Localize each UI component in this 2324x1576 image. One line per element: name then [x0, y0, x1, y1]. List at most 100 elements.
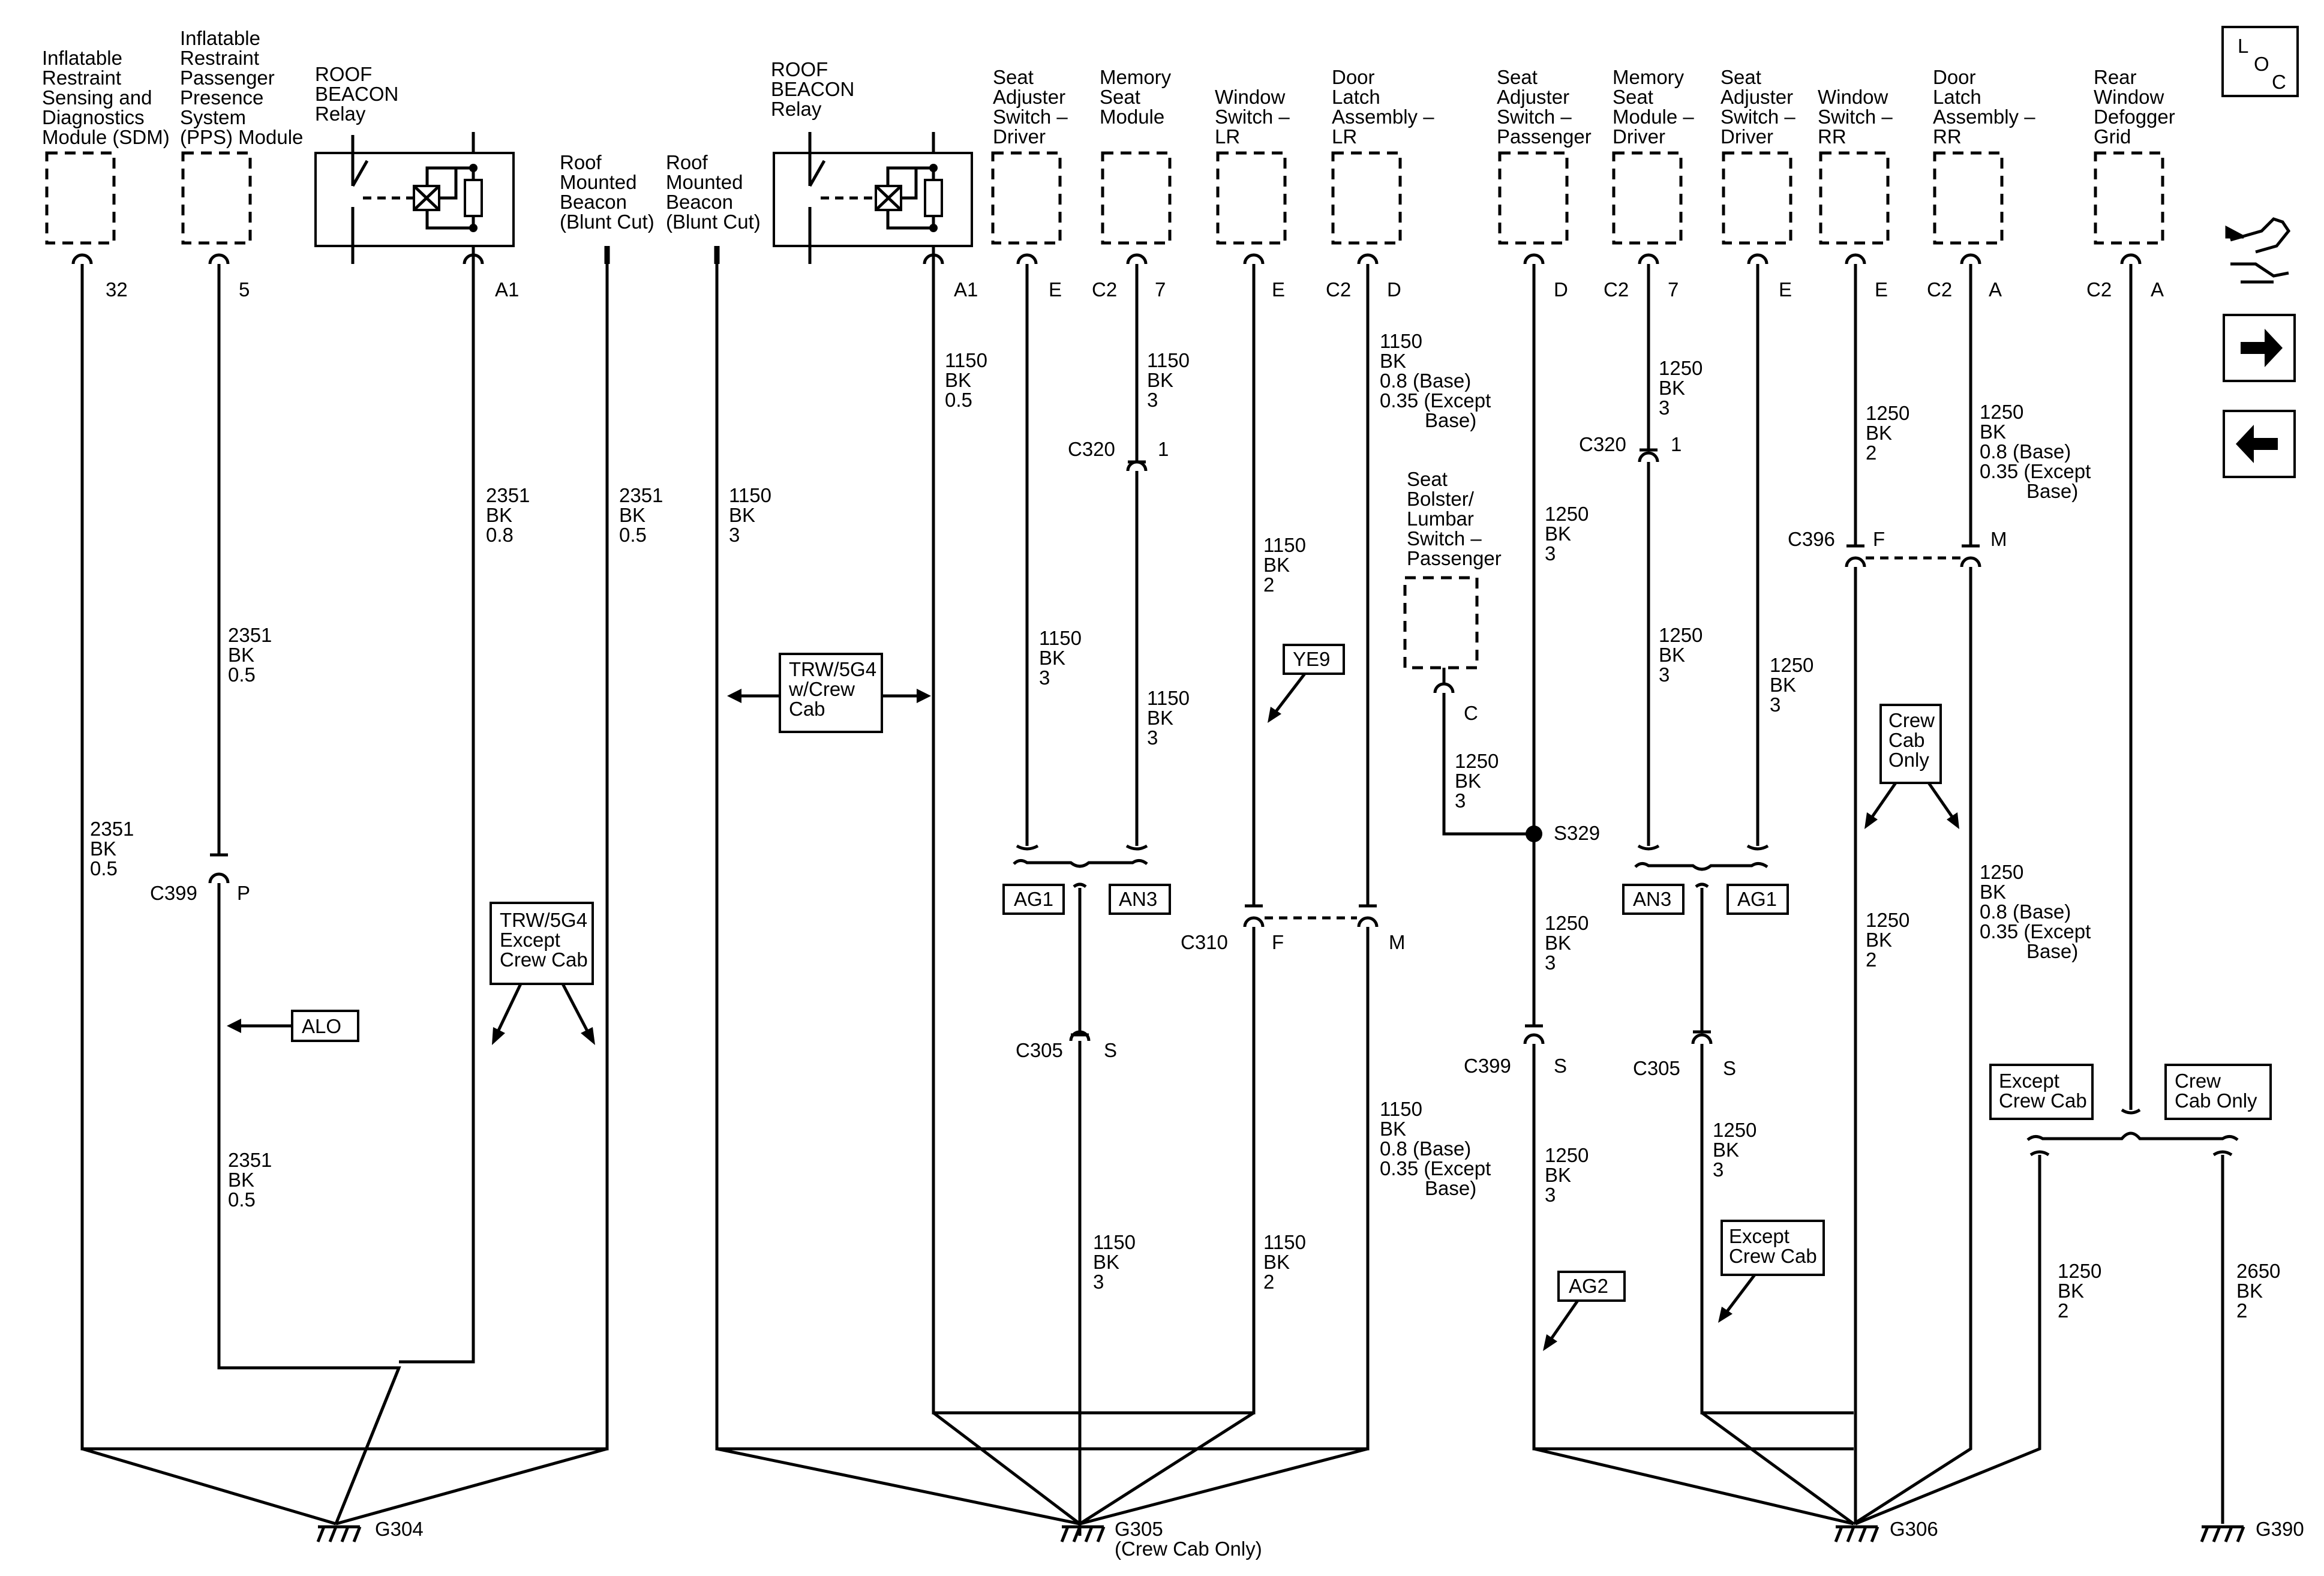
- svg-text:3: 3: [1093, 1271, 1104, 1293]
- svg-text:2351: 2351: [619, 484, 663, 506]
- svg-text:BK: BK: [1380, 1118, 1406, 1140]
- ground-g304: G304: [82, 1367, 608, 1542]
- svg-text:2: 2: [1866, 442, 1876, 464]
- connector-icon[interactable]: [2225, 217, 2291, 284]
- component-sdm: Inflatable Restraint Sensing and Diagnos…: [42, 47, 170, 301]
- svg-text:A: A: [1989, 278, 2002, 301]
- svg-text:1150: 1150: [1039, 627, 1082, 649]
- svg-text:Base): Base): [1425, 1177, 1476, 1199]
- component-seat-adjuster-driver-1: Seat Adjuster Switch – Driver E: [991, 66, 1068, 301]
- svg-text:Inflatable: Inflatable: [42, 47, 122, 69]
- svg-text:RR: RR: [1818, 125, 1846, 148]
- svg-text:Module (SDM): Module (SDM): [42, 126, 170, 148]
- svg-text:(Blunt Cut): (Blunt Cut): [666, 211, 761, 233]
- svg-text:Seat: Seat: [1407, 468, 1448, 490]
- svg-text:Driver: Driver: [1721, 125, 1773, 148]
- svg-text:Except: Except: [1999, 1070, 2059, 1092]
- svg-text:Beacon: Beacon: [560, 191, 627, 213]
- svg-text:Memory: Memory: [1100, 66, 1172, 88]
- svg-text:A1: A1: [954, 278, 978, 301]
- svg-text:Base): Base): [1425, 409, 1476, 431]
- svg-text:System: System: [180, 106, 246, 128]
- svg-text:1250: 1250: [1455, 750, 1499, 772]
- svg-text:BK: BK: [619, 504, 645, 526]
- svg-text:Latch: Latch: [1933, 86, 1981, 108]
- arrow-right-icon[interactable]: [2223, 314, 2296, 382]
- wire-relay-1: [399, 264, 475, 1364]
- svg-text:1250: 1250: [1866, 909, 1909, 931]
- svg-text:Cab: Cab: [1888, 729, 1925, 751]
- svg-text:Driver: Driver: [1613, 125, 1665, 148]
- svg-text:1150: 1150: [729, 484, 771, 506]
- svg-text:D: D: [1554, 278, 1568, 301]
- svg-text:BK: BK: [1659, 644, 1685, 666]
- svg-text:BK: BK: [2058, 1280, 2084, 1302]
- svg-text:F: F: [1873, 528, 1885, 550]
- svg-text:Window: Window: [1818, 86, 1888, 108]
- svg-text:2650: 2650: [2236, 1260, 2280, 1282]
- svg-text:1250: 1250: [1713, 1119, 1756, 1141]
- svg-text:Relay: Relay: [315, 103, 366, 125]
- svg-text:Switch –: Switch –: [1407, 527, 1482, 550]
- svg-text:BK: BK: [1147, 707, 1173, 729]
- component-memory-seat-module-driver: Memory Seat Module – Driver C2 7: [1604, 66, 1694, 301]
- svg-text:Latch: Latch: [1332, 86, 1380, 108]
- svg-text:E: E: [1049, 278, 1062, 301]
- svg-text:RR: RR: [1933, 125, 1962, 148]
- svg-text:Door: Door: [1332, 66, 1375, 88]
- svg-text:Crew: Crew: [2175, 1070, 2221, 1092]
- svg-text:ROOF: ROOF: [771, 58, 828, 80]
- svg-text:1250: 1250: [1866, 402, 1909, 424]
- svg-text:BK: BK: [2236, 1280, 2263, 1302]
- svg-text:C2: C2: [2086, 278, 2112, 301]
- svg-text:Switch –: Switch –: [1721, 106, 1795, 128]
- arrow-left-icon[interactable]: [2223, 410, 2296, 478]
- svg-text:Cab: Cab: [789, 698, 825, 720]
- svg-text:BK: BK: [1980, 881, 2006, 903]
- svg-text:C320: C320: [1579, 433, 1626, 455]
- svg-text:C2: C2: [1927, 278, 1952, 301]
- option-trw-except: TRW/5G4 Except Crew Cab: [490, 902, 595, 1045]
- svg-text:ALO: ALO: [302, 1015, 341, 1037]
- svg-text:Seat: Seat: [1497, 66, 1538, 88]
- svg-text:BK: BK: [486, 504, 512, 526]
- svg-text:BK: BK: [1545, 1164, 1571, 1186]
- svg-text:F: F: [1272, 931, 1284, 953]
- svg-text:2: 2: [1866, 948, 1876, 971]
- svg-text:Switch –: Switch –: [993, 106, 1068, 128]
- svg-text:3: 3: [1713, 1158, 1724, 1181]
- svg-text:C: C: [1464, 702, 1478, 724]
- component-seat-adjuster-passenger: Seat Adjuster Switch – Passenger D: [1497, 66, 1592, 301]
- component-roof-beacon-relay-2: ROOF BEACON Relay A1: [771, 58, 978, 301]
- svg-text:P: P: [237, 882, 250, 904]
- svg-text:TRW/5G4: TRW/5G4: [500, 909, 587, 931]
- svg-text:2: 2: [2058, 1299, 2068, 1322]
- svg-text:BK: BK: [1545, 523, 1571, 545]
- svg-text:BK: BK: [90, 837, 116, 860]
- option-an3-ag1-right: AN3 AG1: [1622, 844, 1789, 915]
- svg-text:M: M: [1389, 931, 1406, 953]
- svg-text:BK: BK: [1659, 377, 1685, 399]
- loc-icon[interactable]: L O C: [2221, 26, 2299, 97]
- svg-text:3: 3: [1545, 951, 1556, 974]
- svg-text:Seat: Seat: [1721, 66, 1761, 88]
- wire-blunt-2: [715, 264, 1080, 1451]
- svg-text:C2: C2: [1326, 278, 1351, 301]
- component-door-latch-lr: Door Latch Assembly – LR C2 D: [1326, 66, 1434, 301]
- svg-text:BK: BK: [1866, 422, 1892, 444]
- svg-text:L: L: [2238, 35, 2248, 57]
- svg-text:C305: C305: [1016, 1039, 1063, 1061]
- option-ye9: YE9: [1268, 644, 1345, 723]
- svg-text:1250: 1250: [2058, 1260, 2101, 1282]
- wire-blunt-1: [336, 264, 609, 1451]
- svg-text:C399: C399: [150, 882, 197, 904]
- svg-text:ROOF: ROOF: [315, 63, 372, 85]
- component-window-switch-lr: Window Switch – LR E: [1215, 86, 1290, 301]
- svg-text:3: 3: [1147, 727, 1158, 749]
- svg-text:1150: 1150: [1093, 1231, 1136, 1253]
- svg-text:S: S: [1554, 1055, 1567, 1077]
- svg-text:C310: C310: [1181, 931, 1228, 953]
- svg-text:S: S: [1104, 1039, 1117, 1061]
- svg-text:w/Crew: w/Crew: [788, 678, 855, 700]
- svg-text:Crew Cab: Crew Cab: [1729, 1245, 1817, 1267]
